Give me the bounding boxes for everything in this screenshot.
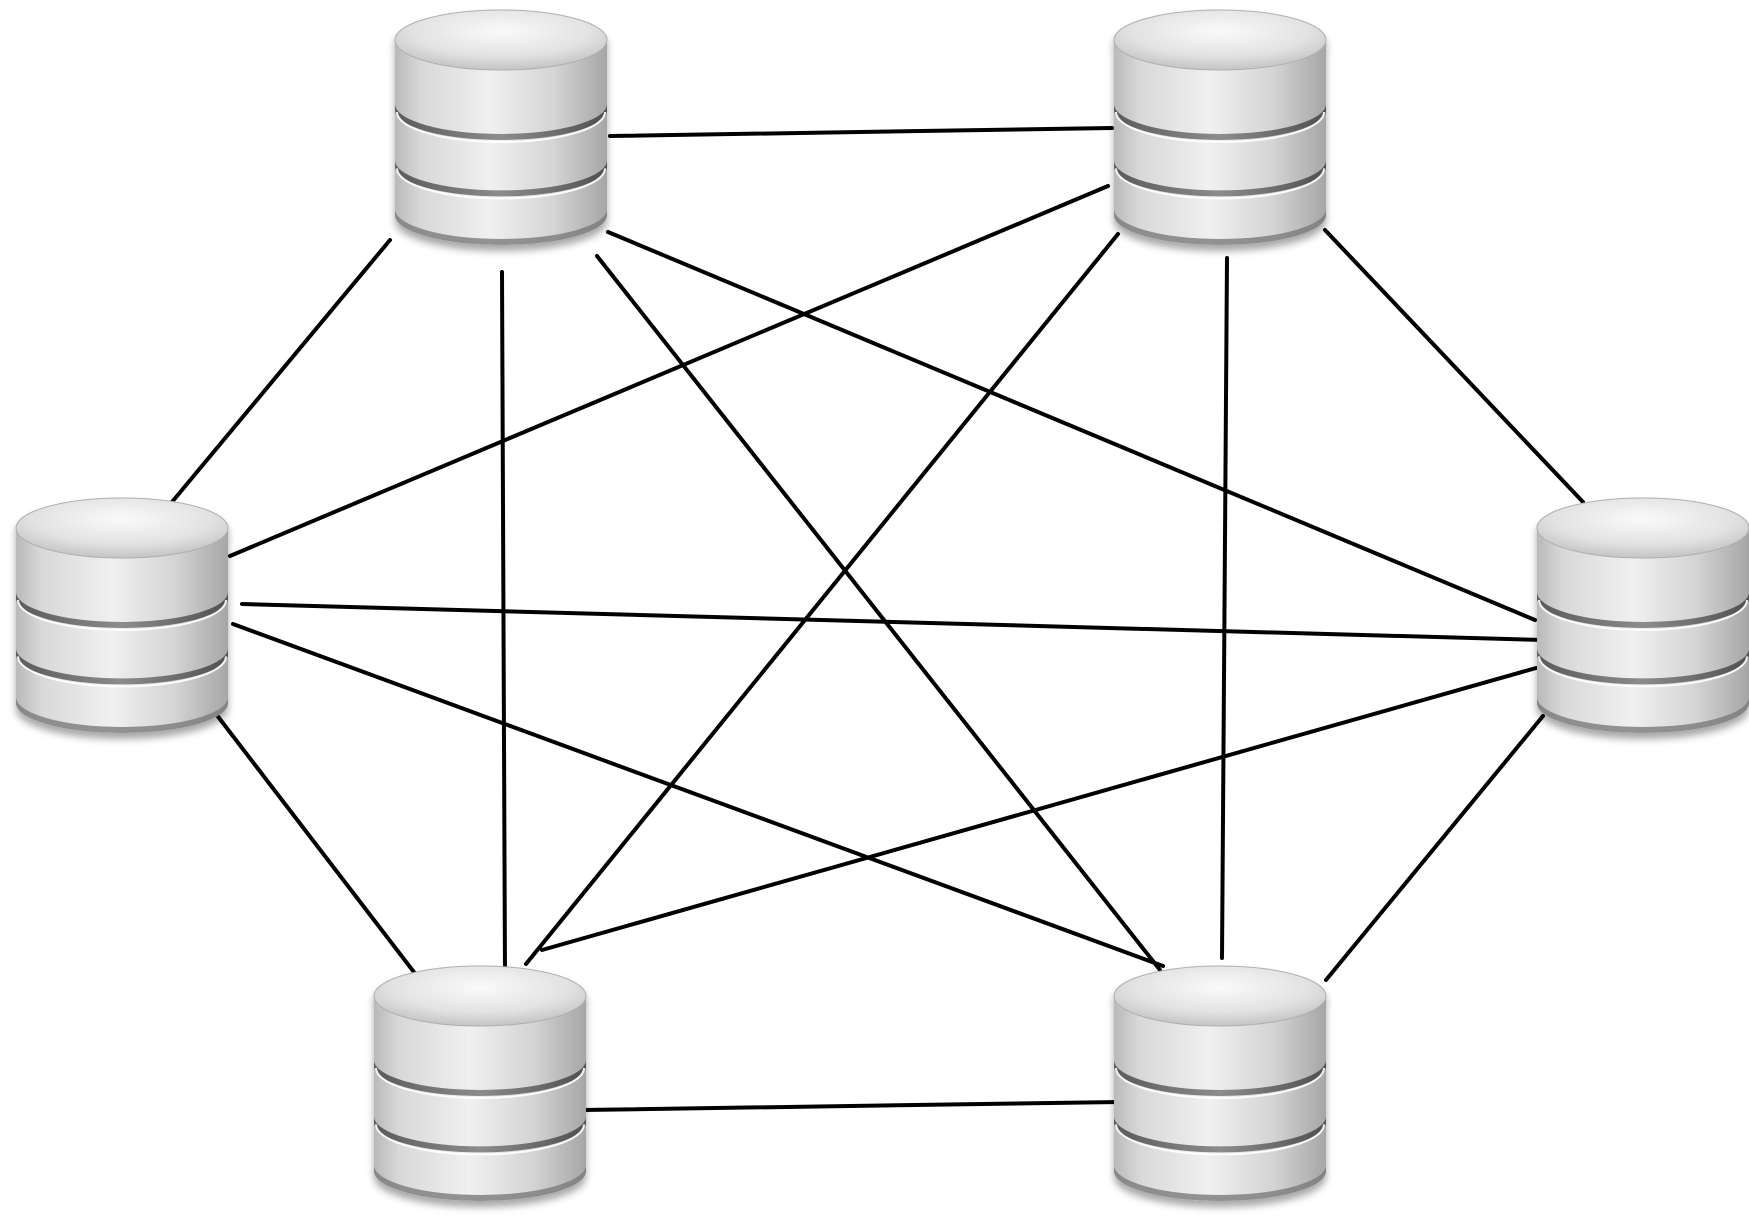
edge-top-left-to-middle-left (170, 238, 392, 504)
edge-middle-right-to-bottom-left (540, 666, 1538, 952)
edge-top-left-to-top-right (608, 126, 1114, 138)
edge-middle-left-to-bottom-left (214, 712, 422, 982)
edge-top-right-to-bottom-right (1220, 256, 1229, 960)
connection-lines (170, 126, 1585, 1112)
edge-middle-right-to-bottom-right (1324, 714, 1545, 982)
edge-top-left-to-bottom-right (595, 254, 1162, 972)
edge-top-right-to-bottom-left (524, 232, 1120, 966)
database-icon-top-right (1113, 9, 1327, 245)
database-icon-middle-right (1536, 497, 1749, 733)
edge-top-left-to-bottom-left (500, 270, 507, 978)
database-icon-middle-left (15, 497, 229, 733)
database-icon-top-left (394, 9, 608, 245)
edge-top-left-to-middle-right (606, 230, 1537, 622)
database-icon-bottom-left (373, 965, 587, 1201)
edge-top-right-to-middle-right (1323, 228, 1585, 504)
edge-middle-left-to-middle-right (240, 602, 1546, 642)
edge-bottom-left-to-bottom-right (580, 1100, 1122, 1112)
database-nodes (15, 9, 1749, 1201)
edge-top-right-to-middle-left (228, 184, 1110, 558)
database-icon-bottom-right (1113, 965, 1327, 1201)
edge-middle-left-to-bottom-right (231, 622, 1165, 968)
